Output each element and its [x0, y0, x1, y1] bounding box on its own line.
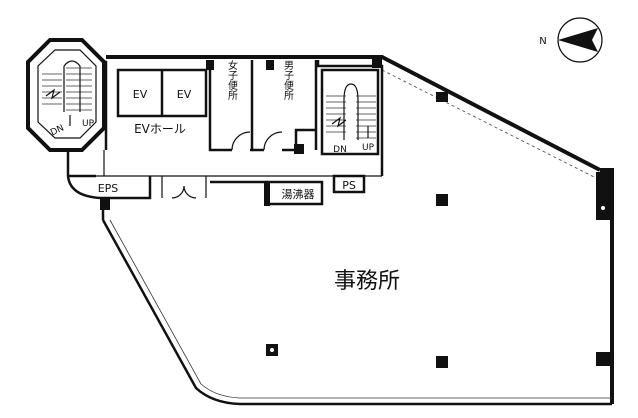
left-stair-treads [42, 67, 92, 111]
left-stair-up-label: UP [82, 119, 95, 129]
kettle-column [264, 182, 270, 206]
right-stair: DN UP [326, 83, 376, 155]
north-arrow-icon [558, 28, 598, 52]
kettle-room-label: 湯沸器 [282, 188, 315, 201]
right-stair-up-label: UP [362, 143, 375, 153]
ev1-label: EV [133, 88, 148, 101]
ps-label: PS [342, 179, 356, 192]
right-stair-dn-label: DN [333, 145, 347, 155]
eps-label: EPS [98, 182, 119, 195]
room-labels: EV EV EVホール 女子便所 男子便所 EPS PS 湯沸器 事務所 [98, 59, 400, 294]
office-label: 事務所 [334, 269, 400, 294]
column [372, 58, 382, 68]
column [596, 172, 610, 220]
columns [100, 58, 610, 368]
column [206, 60, 214, 70]
column [436, 92, 448, 102]
ev2-label: EV [177, 88, 192, 101]
exterior-walls [101, 55, 614, 406]
column [100, 198, 110, 210]
column [294, 144, 304, 154]
column [436, 356, 448, 368]
column [266, 60, 274, 70]
left-stair-dn-label: DN [49, 123, 66, 138]
column [596, 352, 610, 366]
left-stair: DN UP [26, 38, 106, 152]
compass: N [539, 17, 603, 63]
mens-toilet-label: 男子便所 [282, 60, 294, 101]
column [436, 194, 448, 206]
compass-n-label: N [539, 36, 546, 47]
core-walls [66, 60, 384, 206]
ev-hall-label: EVホール [134, 122, 186, 136]
womens-toilet-label: 女子便所 [226, 59, 238, 101]
right-stair-treads [326, 95, 376, 139]
